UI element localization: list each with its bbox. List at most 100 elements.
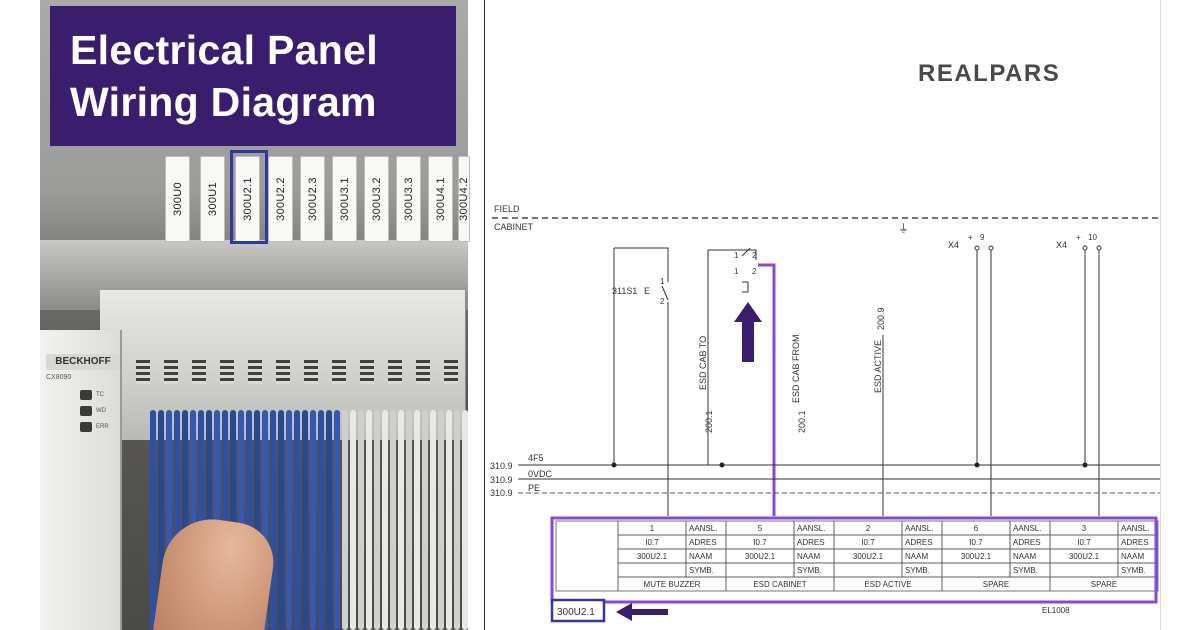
ground-icon: ⏚ — [898, 222, 909, 235]
led-label: ERR — [96, 424, 109, 430]
table-value: 5 — [758, 524, 763, 533]
wire — [366, 410, 372, 630]
wire-label: ESD CAB TO — [698, 336, 708, 390]
wire-label-group: ESD ACTIVE — [873, 340, 883, 393]
wire — [342, 410, 348, 630]
wire — [174, 410, 180, 630]
module-tag: 300U2.2 — [268, 156, 293, 242]
junction-dot-icon — [974, 462, 980, 468]
table-field-label: NAAM — [797, 552, 820, 561]
table-field-label: SYMB. — [1121, 566, 1146, 575]
wire — [294, 410, 300, 630]
module-tag: 300U3.3 — [396, 156, 421, 242]
table-field-label: SYMB. — [797, 566, 822, 575]
relay-coil-icon — [742, 281, 749, 293]
wire — [390, 410, 396, 630]
table-field-label: ADRES — [905, 538, 933, 547]
wire-bundle — [150, 410, 468, 630]
wire — [166, 410, 172, 630]
module-tag: 300U3.1 — [332, 156, 357, 242]
wire — [414, 410, 420, 630]
module-tag-highlighted: 300U2.1 — [235, 156, 260, 242]
module-led-icon — [220, 360, 234, 384]
x4-terminal-icon — [988, 245, 994, 251]
title-banner: Electrical Panel Wiring Diagram — [50, 6, 456, 146]
junction-dot-icon — [719, 462, 725, 468]
wire — [462, 410, 468, 630]
x4-pin: 10 — [1088, 233, 1097, 242]
wiring-schematic: FIELD CABINET ⏚ 311S1 E 1 2 1 2 1 2 ESD … — [490, 204, 1160, 623]
table-cell — [617, 562, 687, 578]
wire — [422, 410, 428, 630]
wire — [254, 410, 260, 630]
module-led-icon — [416, 360, 430, 384]
wire-label: ESD ACTIVE — [873, 340, 883, 393]
switch-label: 311S1 — [612, 286, 637, 296]
bus-ref: 310.9 — [490, 475, 513, 485]
module-tag: 300U1 — [200, 156, 225, 242]
bus-label: 4F5 — [528, 453, 544, 463]
table-value: 300U2.1 — [853, 552, 884, 561]
x4-label: X4 — [948, 240, 959, 250]
table-highlight-frame — [550, 516, 1158, 604]
module-led-icon — [192, 360, 206, 384]
switch-wire — [614, 247, 669, 282]
wire — [398, 410, 404, 630]
relay-terminal: 2 — [752, 251, 757, 260]
table-value: 300U2.1 — [1069, 552, 1100, 561]
module-tag-frame — [550, 598, 606, 623]
zone-field-label: FIELD — [494, 204, 520, 214]
table-cell — [725, 562, 795, 578]
led-tc-icon — [80, 390, 92, 400]
led-label: TC — [96, 392, 104, 398]
table-channel-desc: SPARE — [983, 580, 1010, 589]
module-tag: 300U3.2 — [364, 156, 389, 242]
table-field-label: AANSL. — [1013, 524, 1041, 533]
junction-dot-icon — [611, 462, 617, 468]
wire-ref-group: 200.9 — [876, 307, 886, 330]
x4-terminal-icon — [974, 245, 980, 251]
table-cell — [941, 562, 1011, 578]
wire — [358, 410, 364, 630]
table-field-label: NAAM — [1121, 552, 1144, 561]
wire-label: ESD CAB FROM — [791, 334, 801, 403]
wire — [318, 410, 324, 630]
wire-ref: 200.1 — [797, 410, 807, 433]
table-field-label: ADRES — [1013, 538, 1041, 547]
wire-label-group: ESD CAB FROM — [791, 334, 801, 403]
module-led-icon — [164, 360, 178, 384]
table-value: 300U2.1 — [745, 552, 776, 561]
switch-terminal: 2 — [660, 297, 665, 306]
table-field-label: ADRES — [1121, 538, 1149, 547]
led-label: WD — [96, 408, 106, 414]
table-channel-desc: ESD CABINET — [753, 580, 806, 589]
wire — [438, 410, 444, 630]
wire-ref: 200.1 — [704, 410, 714, 433]
controller-brand: BECKHOFF — [46, 354, 120, 370]
bus-label: PE — [528, 483, 540, 493]
table-field-label: NAAM — [905, 552, 928, 561]
table-cell — [833, 562, 903, 578]
table-channel-desc: MUTE BUZZER — [644, 580, 701, 589]
module-led-icon — [444, 360, 458, 384]
junction-dot-icon — [1082, 462, 1088, 468]
table-cell — [1049, 562, 1119, 578]
wire — [182, 410, 188, 630]
table-value: 3 — [1082, 524, 1087, 533]
table-value: I0.7 — [645, 538, 659, 547]
module-tag: 300U4.2 — [458, 156, 470, 242]
table-field-label: AANSL. — [797, 524, 825, 533]
relay-terminal: 1 — [734, 267, 739, 276]
beckhoff-controller: BECKHOFF CX8090 TC WD ERR — [40, 330, 122, 630]
table-value: 6 — [974, 524, 979, 533]
wire — [350, 410, 356, 630]
wire-ref-group: 200.1 — [797, 410, 807, 433]
tag-highlight-frame — [230, 150, 268, 244]
wire — [302, 410, 308, 630]
zone-cabinet-label: CABINET — [494, 222, 534, 232]
right-margin — [1160, 0, 1200, 630]
wire — [230, 410, 236, 630]
table-field-label: AANSL. — [905, 524, 933, 533]
table-channel-desc: ESD ACTIVE — [864, 580, 911, 589]
